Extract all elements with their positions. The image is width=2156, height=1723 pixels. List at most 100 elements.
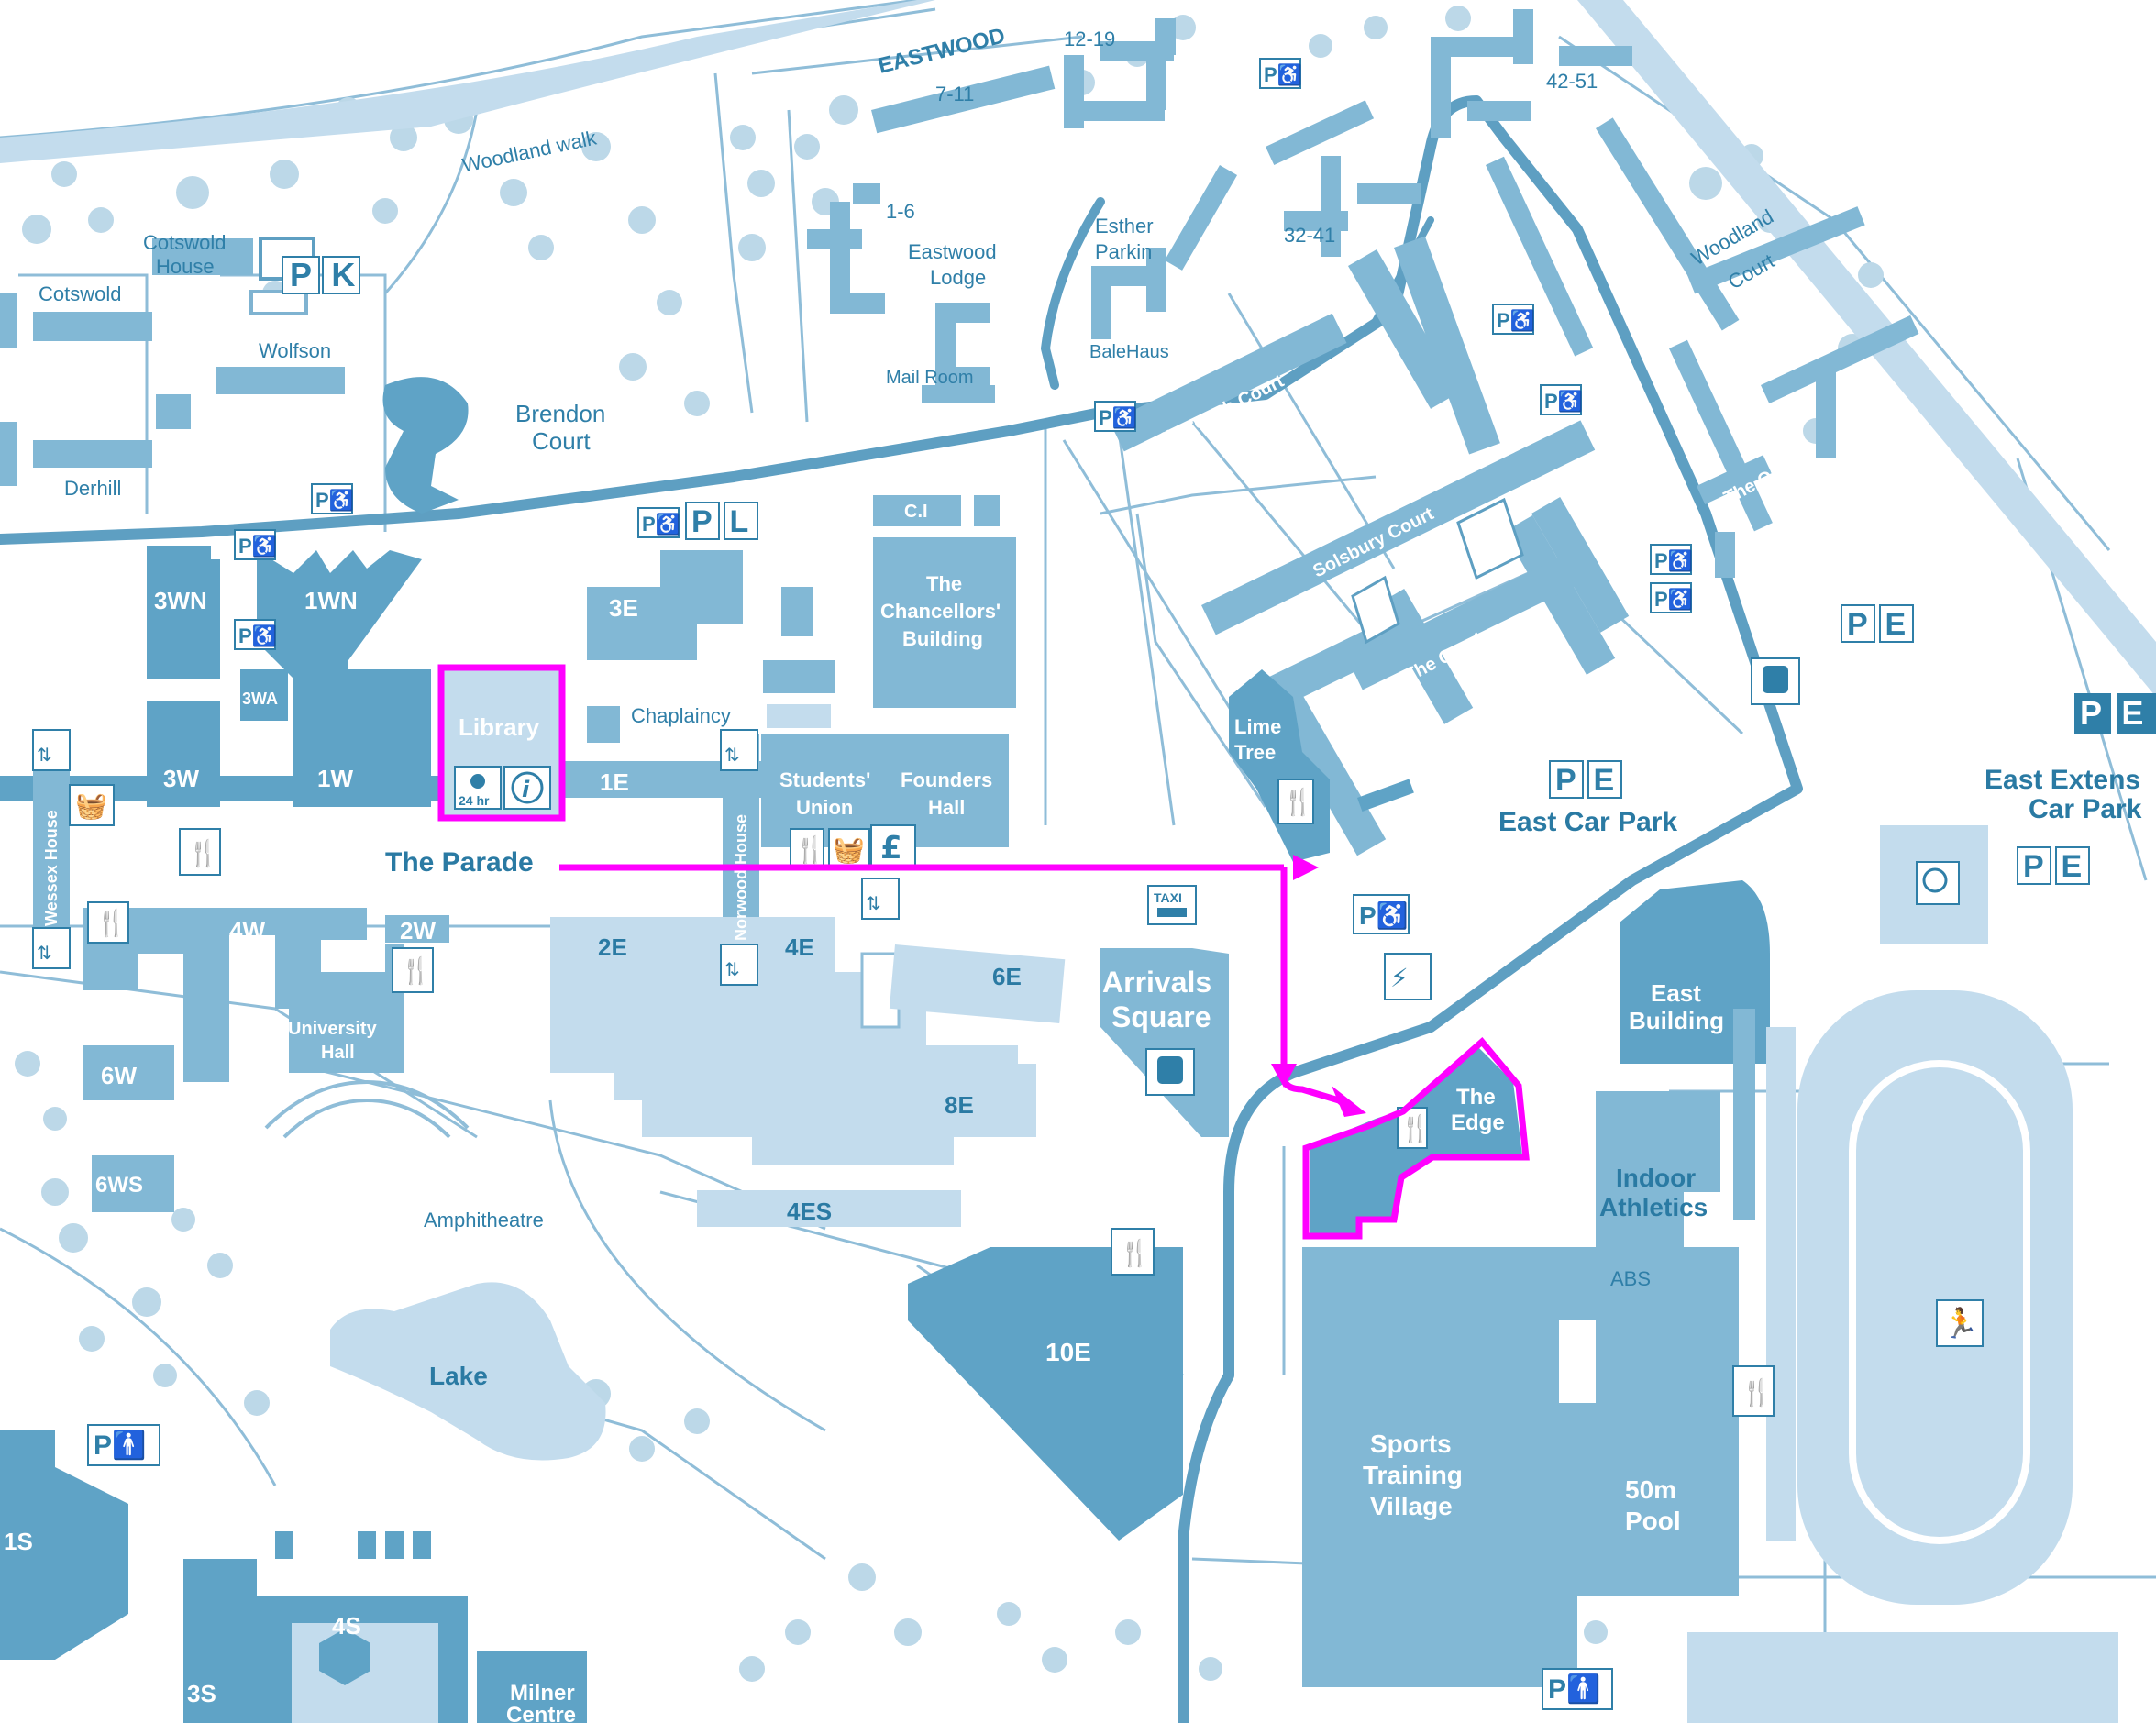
eastwood-lodge-label-2: Lodge [930, 266, 986, 289]
svg-text:⇅: ⇅ [724, 958, 740, 980]
svg-text:🍴: 🍴 [1119, 1238, 1151, 1268]
route-arrows [1271, 855, 1366, 1117]
brendon-court-label-2: Court [532, 427, 591, 455]
building-1s-label: 1S [4, 1528, 33, 1555]
wolfson-label: Wolfson [259, 339, 331, 362]
building-1wn-label: 1WN [304, 587, 358, 614]
building-6w-label: 6W [101, 1062, 137, 1089]
svg-text:🏃: 🏃 [1942, 1306, 1979, 1341]
library-label: Library [459, 713, 540, 741]
parking-pe-ext-label: P E [2080, 694, 2149, 732]
taxi-icon: TAXI [1147, 885, 1197, 925]
tree-clusters [15, 6, 1884, 1682]
ev-charging-icon: ⚡ [1384, 953, 1432, 1000]
svg-text:🧺: 🧺 [833, 834, 865, 865]
svg-text:🍴: 🍴 [1399, 1113, 1432, 1143]
founders-hall-label-2: Hall [928, 796, 965, 819]
east-car-park-label: East Car Park [1498, 807, 1677, 837]
lime-tree-label-1: Lime [1234, 715, 1281, 738]
building-4e-label: 4E [785, 933, 814, 961]
svg-text:⇅: ⇅ [37, 942, 52, 964]
pool-label-2: Pool [1625, 1507, 1681, 1535]
the-parade-label: The Parade [385, 847, 534, 878]
parking-accessible-icon: P♿ [1650, 544, 1693, 575]
map-labels: EASTWOOD Woodland walk 12-19 7-11 42-51 … [4, 23, 2142, 1723]
restaurant-icon: 🍴 [1277, 779, 1314, 824]
svg-text:🍴: 🍴 [95, 908, 127, 938]
lift-icon: ⇅ [861, 878, 900, 920]
bus-icon [1751, 657, 1800, 705]
arrivals-square-label-1: Arrivals [1102, 966, 1211, 999]
svg-text:⇅: ⇅ [866, 892, 881, 914]
lift-icon: ⇅ [32, 927, 71, 969]
university-hall-label-2: Hall [321, 1043, 355, 1063]
restaurant-icon: 🍴 [1732, 1365, 1775, 1417]
arrivals-square-label-2: Square [1111, 1000, 1211, 1033]
lake-label: Lake [429, 1362, 488, 1390]
wessex-house-label: Wessex House [42, 810, 61, 926]
restaurant-icon: 🍴 [392, 947, 434, 993]
the-edge-highlight [1302, 1036, 1530, 1240]
label-12-19: 12-19 [1064, 28, 1115, 50]
svg-text:P🚹: P🚹 [1548, 1673, 1600, 1705]
bus-icon [1145, 1048, 1195, 1096]
running-icon: 🏃 [1936, 1299, 1984, 1347]
24hr-text: 24 hr [459, 793, 490, 808]
information-icon: i [503, 766, 551, 810]
residence-blocks [807, 9, 1919, 578]
building-6ws-label: 6WS [95, 1173, 143, 1198]
arrow-diagonal-icon [1332, 1086, 1366, 1117]
chancellors-label-1: The [926, 572, 962, 595]
balehaus-label: BaleHaus [1089, 342, 1169, 362]
security-24hr-icon: 24 hr [454, 766, 502, 810]
svg-text:P♿: P♿ [1099, 406, 1137, 429]
cotswold-label: Cotswold [39, 282, 121, 305]
norwood-house-label: Norwood House [732, 814, 750, 941]
indoor-athletics-label-1: Indoor [1616, 1164, 1696, 1192]
parking-toilet-icon: P🚹 [87, 1424, 160, 1466]
east-building-label-1: East [1651, 979, 1701, 1007]
building-2e-label: 2E [598, 933, 627, 961]
svg-text:P♿: P♿ [238, 624, 277, 647]
esther-parkin-label-1: Esther [1095, 215, 1154, 237]
parking-accessible-icon: P♿ [1259, 58, 1302, 89]
svg-text:P♿: P♿ [315, 489, 354, 512]
tennis-icon [1916, 861, 1960, 905]
derhill-label: Derhill [64, 477, 121, 500]
svg-text:🍴: 🍴 [1741, 1377, 1773, 1408]
svg-text:🍴: 🍴 [794, 834, 826, 865]
indoor-athletics-label-2: Athletics [1599, 1193, 1708, 1221]
woodland-walk-strip [0, 0, 935, 163]
brendon-court-label-1: Brendon [515, 400, 605, 427]
east-buildings [1229, 669, 2118, 1723]
svg-text:🍴: 🍴 [400, 955, 432, 986]
lift-icon: ⇅ [720, 729, 758, 771]
atm-pound-icon: £ [870, 824, 916, 870]
stv-label-3: Village [1370, 1492, 1453, 1520]
building-1w-label: 1W [317, 765, 353, 792]
arrow-down-icon [1271, 1064, 1297, 1088]
parking-signs: P K P L P E P E P E P E [282, 256, 2156, 885]
building-1e-label: 1E [600, 768, 629, 796]
eastwood-lodge-label-1: Eastwood [908, 240, 997, 263]
svg-text:P♿: P♿ [1359, 900, 1409, 931]
label-1-6: 1-6 [886, 200, 915, 223]
university-hall-label-1: University [288, 1019, 378, 1039]
parking-pe-east-label: P E [1555, 763, 1619, 798]
parking-accessible-icon: P♿ [1650, 582, 1693, 613]
building-4w-label: 4W [229, 917, 265, 944]
courts [1110, 236, 1630, 856]
restaurant-icon: 🍴 [1111, 1228, 1155, 1276]
parking-accessible-icon: P♿ [637, 507, 680, 538]
cotswold-house-label-1: Cotswold [143, 231, 226, 254]
svg-text:P♿: P♿ [1654, 588, 1693, 611]
chaplaincy-label: Chaplaincy [631, 704, 731, 727]
abs-label: ABS [1610, 1267, 1651, 1290]
building-8e-label: 8E [945, 1091, 974, 1119]
svg-text:i: i [522, 777, 530, 802]
svg-text:🍴: 🍴 [1282, 787, 1314, 817]
label-32-41: 32-41 [1284, 224, 1335, 247]
lime-tree-label-2: Tree [1234, 741, 1276, 764]
parking-toilet-icon: P🚹 [1542, 1668, 1613, 1710]
building-2w-label: 2W [400, 917, 436, 944]
